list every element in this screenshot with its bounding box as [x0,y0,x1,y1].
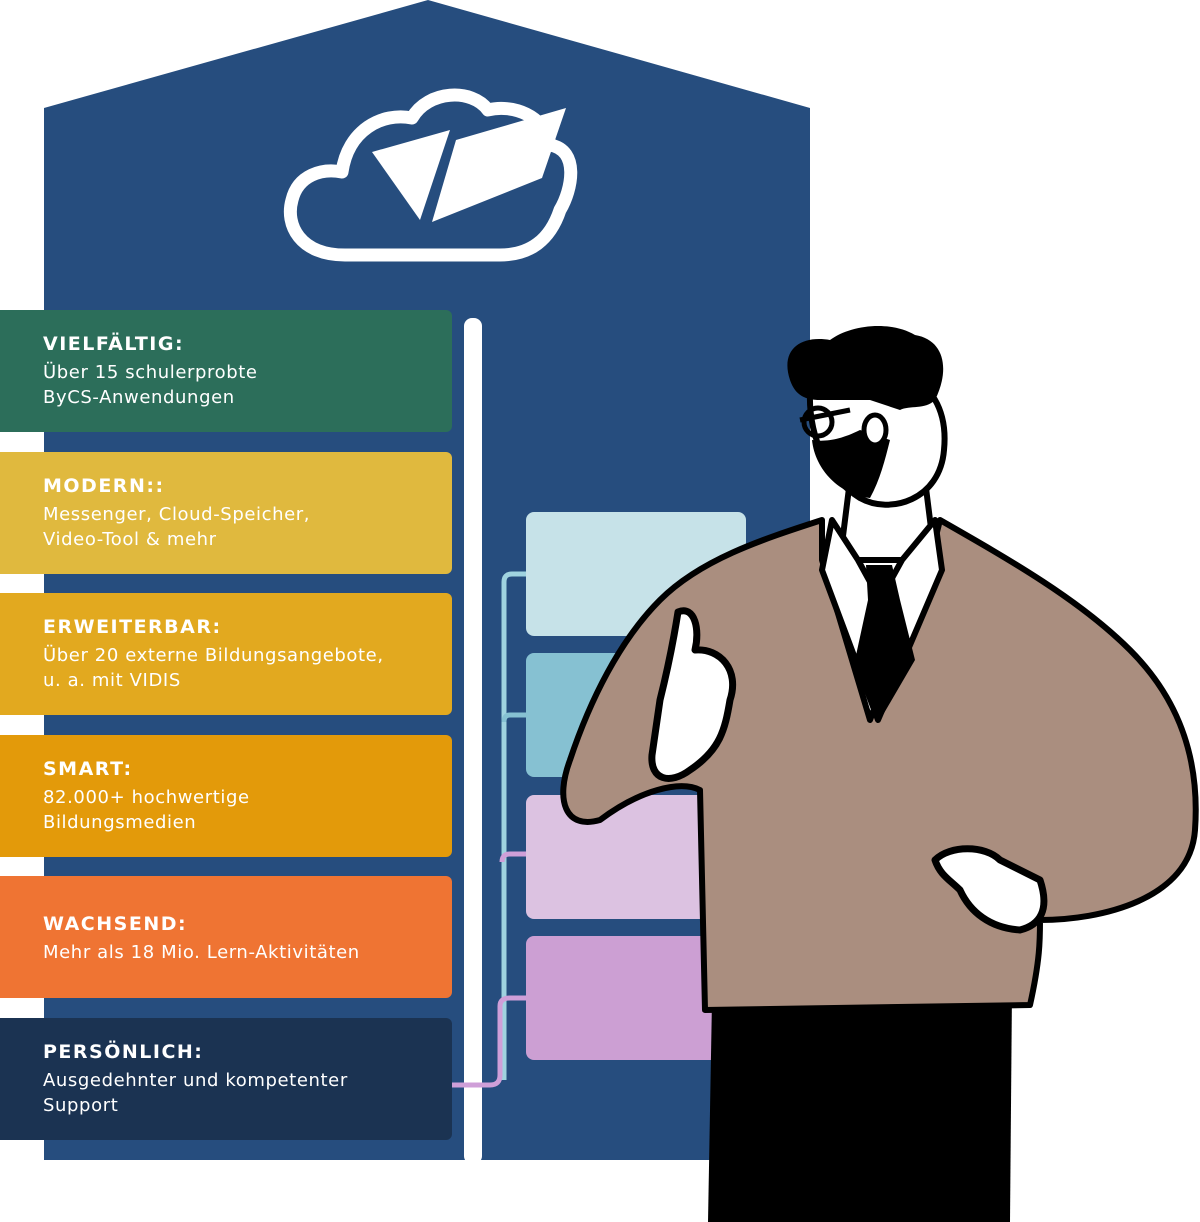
card-modern: MODERN:: Messenger, Cloud-Speicher, Vide… [0,452,452,574]
card-erweiterbar: ERWEITERBAR: Über 20 externe Bildungsang… [0,593,452,715]
teacher-figure [560,325,1199,1222]
card-vielfaeltig: VIELFÄLTIG: Über 15 schulerprobte ByCS-A… [0,310,452,432]
glasses-icon [799,405,851,439]
card-text-line: Bildungsmedien [43,812,197,833]
cloud-fold-icon [283,88,578,262]
card-title: MODERN:: [43,475,165,497]
card-wachsend: WACHSEND: Mehr als 18 Mio. Lern-Aktivitä… [0,876,452,998]
connector-line [501,712,526,723]
card-text-line: Messenger, Cloud-Speicher, [43,504,311,525]
card-text-line: 82.000+ hochwertige [43,787,250,808]
card-text-line: Über 15 schulerprobte [43,362,258,383]
beard [812,430,890,498]
card-text-line: Ausgedehnter und kompetenter [43,1070,348,1091]
center-divider [464,318,482,1164]
card-text-line: u. a. mit VIDIS [43,670,181,691]
card-text-line: ByCS-Anwendungen [43,387,235,408]
connectors [452,571,526,1088]
ear [861,412,889,448]
module-box-4 [526,936,746,1060]
connector-line [452,995,526,1088]
card-title: WACHSEND: [43,913,188,935]
trousers [708,990,1012,1222]
module-box-3 [526,795,746,919]
card-persoenlich: PERSÖNLICH: Ausgedehnter und kompetenter… [0,1018,452,1140]
tie [855,565,915,720]
card-title: ERWEITERBAR: [43,616,222,638]
card-text-line: Video-Tool & mehr [43,529,217,550]
card-text-line: Mehr als 18 Mio. Lern-Aktivitäten [43,942,360,963]
hand-thumbs-up [648,607,737,782]
card-title: VIELFÄLTIG: [43,333,185,355]
hand-on-hip [931,845,1048,934]
card-text-line: Über 20 externe Bildungsangebote, [43,645,384,666]
connector-line [501,571,526,1080]
connector-line [499,851,526,863]
card-title: PERSÖNLICH: [43,1041,204,1063]
card-title: SMART: [43,758,133,780]
hair [787,325,944,410]
card-smart: SMART: 82.000+ hochwertige Bildungsmedie… [0,735,452,857]
card-text-line: Support [43,1095,119,1116]
